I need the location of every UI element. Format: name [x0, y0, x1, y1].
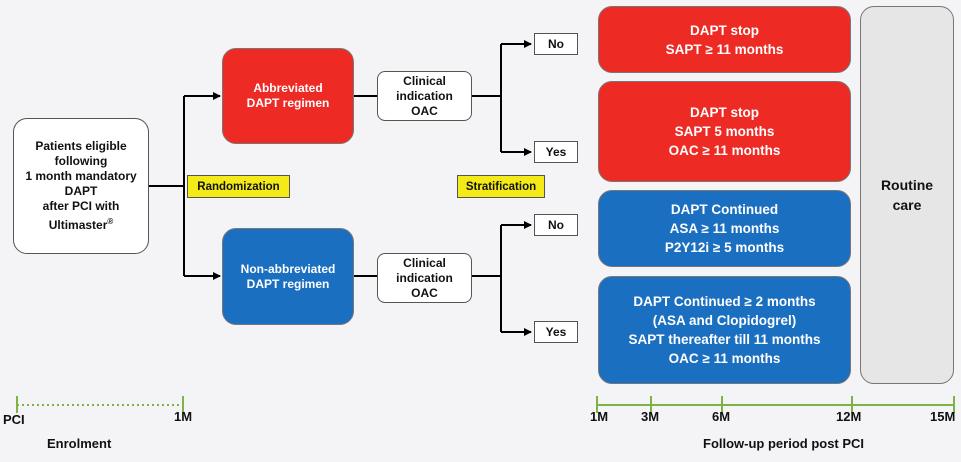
outcome-box-4: DAPT Continued ≥ 2 months (ASA and Clopi… — [598, 276, 851, 384]
yes-box-bottom: Yes — [534, 321, 578, 343]
abbreviated-line-2: DAPT regimen — [246, 96, 330, 110]
clinical-bottom-line-3: OAC — [411, 285, 438, 300]
clinical-top-line-1: Clinical — [403, 73, 446, 88]
timeline-label-pci: PCI — [3, 412, 25, 427]
abbreviated-line-1: Abbreviated — [253, 81, 323, 95]
timeline-label-15m: 15M — [930, 409, 956, 424]
follow-up-caption: Follow-up period post PCI — [703, 436, 865, 451]
outcome-3-line-2: ASA ≥ 11 months — [669, 221, 780, 236]
enrolment-line-2: following — [54, 154, 108, 168]
outcome-box-1: DAPT stop SAPT ≥ 11 months — [598, 6, 851, 73]
timeline-label-6m: 6M — [712, 409, 731, 424]
clinical-top-line-2: indication — [396, 88, 453, 103]
enrolment-timeline — [16, 396, 184, 413]
enrolment-box: Patients eligible following 1 month mand… — [13, 118, 149, 254]
outcome-4-line-3: SAPT thereafter till 11 months — [628, 332, 821, 347]
outcome-2-line-2: SAPT 5 months — [674, 124, 775, 139]
timeline-label-3m: 3M — [641, 409, 660, 424]
outcome-box-3: DAPT Continued ASA ≥ 11 months P2Y12i ≥ … — [598, 190, 851, 267]
clinical-indication-box-top: Clinical indication OAC — [377, 71, 472, 121]
outcome-3-line-1: DAPT Continued — [670, 202, 779, 217]
enrolment-line-5: after PCI with — [42, 199, 120, 213]
clinical-top-line-3: OAC — [411, 103, 438, 118]
non-abbreviated-regimen-box: Non-abbreviated DAPT regimen — [222, 228, 354, 325]
non-abbreviated-line-1: Non-abbreviated — [240, 261, 336, 276]
routine-care-line-1: Routine — [880, 177, 934, 193]
randomization-label: Randomization — [187, 175, 290, 198]
device-name: Ultimaster — [48, 218, 108, 232]
enrolment-line-3: 1 month mandatory — [25, 169, 137, 183]
outcome-4-line-1: DAPT Continued ≥ 2 months — [633, 294, 816, 309]
outcome-1-line-2: SAPT ≥ 11 months — [665, 41, 784, 57]
outcome-4-line-2: (ASA and Clopidogrel) — [652, 313, 797, 328]
registered-mark: ® — [107, 217, 114, 226]
outcome-4-line-4: OAC ≥ 11 months — [668, 351, 781, 366]
outcome-2-line-3: OAC ≥ 11 months — [668, 143, 781, 158]
enrolment-line-6: Ultimaster® — [49, 214, 114, 233]
routine-care-line-2: care — [892, 197, 922, 213]
outcome-3-line-3: P2Y12i ≥ 5 months — [664, 240, 785, 255]
yes-box-top: Yes — [534, 141, 578, 163]
no-box-bottom: No — [534, 214, 578, 236]
enrolment-line-1: Patients eligible — [35, 139, 127, 153]
timeline-label-12m: 12M — [836, 409, 862, 424]
outcome-2-line-1: DAPT stop — [690, 105, 759, 120]
outcome-box-2: DAPT stop SAPT 5 months OAC ≥ 11 months — [598, 81, 851, 182]
abbreviated-regimen-box: Abbreviated DAPT regimen — [222, 48, 354, 144]
timeline-label-1m: 1M — [590, 409, 609, 424]
outcome-1-line-1: DAPT stop — [690, 22, 759, 38]
clinical-bottom-line-1: Clinical — [403, 255, 446, 270]
enrolment-line-4: DAPT — [64, 184, 98, 198]
clinical-bottom-line-2: indication — [396, 270, 453, 285]
timeline-label-1m-left: 1M — [174, 409, 193, 424]
follow-up-timeline — [596, 396, 955, 413]
non-abbreviated-line-2: DAPT regimen — [246, 276, 330, 291]
clinical-indication-box-bottom: Clinical indication OAC — [377, 253, 472, 303]
no-box-top: No — [534, 33, 578, 55]
routine-care-box: Routine care — [860, 6, 954, 384]
stratification-label: Stratification — [457, 175, 545, 198]
enrolment-caption: Enrolment — [47, 436, 112, 451]
